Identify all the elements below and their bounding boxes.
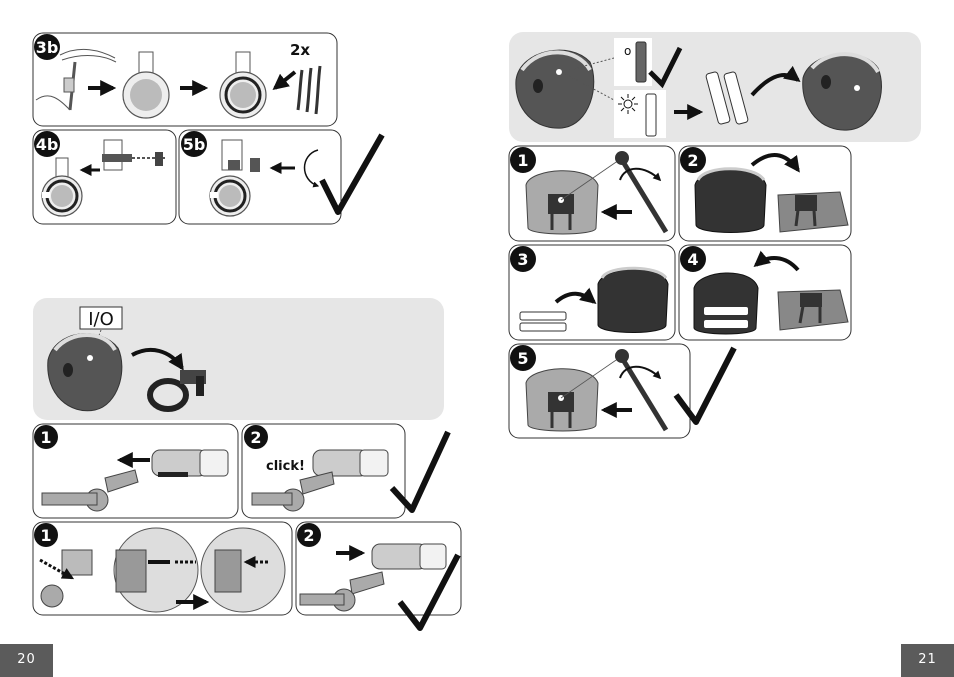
click-text: click! [266, 459, 305, 474]
panel-3b: 3b 2x [33, 33, 337, 126]
release-step-2: 2 [296, 522, 461, 628]
power-on-panel: I/O [33, 298, 444, 420]
battery-cover-removed [778, 192, 848, 232]
battery-cover [526, 171, 598, 234]
battery-low-indicator [614, 90, 666, 138]
light-unit-open [695, 169, 766, 233]
step-label-4b: 4b [36, 135, 59, 154]
step-label-5b: 5b [183, 135, 206, 154]
page-number-right: 21 [901, 644, 954, 677]
step-label: 2 [250, 428, 261, 447]
battery-panel: o [509, 32, 921, 142]
zoom-circle-2 [201, 528, 285, 612]
battery-step-5: 5 [509, 344, 734, 438]
step-label: 2 [687, 151, 698, 170]
mount-step-1: 1 [33, 424, 238, 518]
power-switch-label: I/O [88, 309, 114, 330]
light-unit-side [313, 450, 388, 476]
battery-cover [526, 369, 598, 431]
release-step-1: 1 [33, 522, 292, 615]
light-unit-open [598, 268, 668, 332]
step-label: 4 [687, 250, 698, 269]
count-label: 2x [290, 41, 310, 59]
step-label-3b: 3b [36, 38, 59, 57]
battery-step-3: 3 [509, 245, 675, 340]
page-number-left: 20 [0, 644, 53, 677]
step-label: 1 [517, 151, 528, 170]
light-unit-with-batteries [694, 273, 758, 334]
panel-4b: 4b [33, 130, 176, 224]
step-label: 1 [40, 428, 51, 447]
battery-step-4: 4 [679, 245, 851, 340]
panel-5b: 5b [179, 130, 382, 224]
step-label: 2 [303, 526, 314, 545]
battery-step-1: 1 [509, 146, 675, 241]
light-unit-side [372, 544, 446, 569]
led-off-symbol: o [624, 44, 631, 58]
light-unit-side [152, 450, 228, 477]
battery-step-2: 2 [679, 146, 851, 241]
step-label: 1 [40, 526, 51, 545]
zoom-circle-1 [114, 528, 198, 612]
battery-full-indicator: o [614, 38, 652, 86]
mount-step-2: 2 click! [242, 424, 448, 518]
step-label: 3 [517, 250, 528, 269]
step-label: 5 [517, 349, 528, 368]
